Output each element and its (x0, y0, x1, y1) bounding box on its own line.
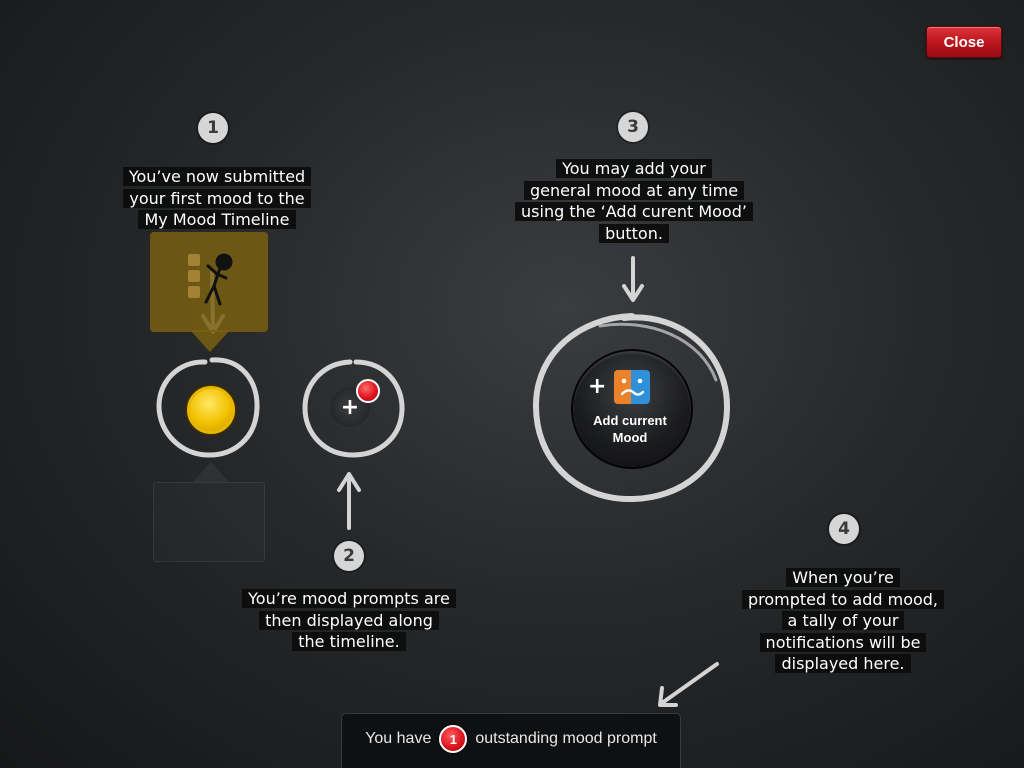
notification-tally[interactable]: You have 1 outstanding mood prompt (341, 725, 681, 753)
chalk-circle-add-mood (532, 313, 731, 503)
notification-bar (341, 713, 681, 768)
submitted-mood-dot[interactable] (187, 386, 235, 434)
step-4-note: When you’re prompted to add mood, a tall… (730, 567, 956, 675)
step-3-badge: 3 (618, 112, 648, 142)
timeline-card-pointer (190, 330, 230, 352)
arrow-step-4 (660, 662, 719, 705)
timeline-mood-card (150, 232, 268, 332)
add-current-mood-label: Add current Mood (593, 413, 667, 445)
add-current-mood-button[interactable] (571, 349, 693, 469)
close-button[interactable]: Close (926, 26, 1002, 58)
step-4-badge: 4 (829, 514, 859, 544)
chalk-circle-prompt (302, 359, 405, 458)
step-3-note: You may add your general mood at any tim… (494, 158, 774, 244)
timeline-empty-card (153, 482, 265, 562)
step-2-badge: 2 (334, 541, 364, 571)
add-plus-icon: + (588, 374, 607, 399)
step-1-note: You’ve now submitted your first mood to … (92, 166, 342, 231)
prompt-count-badge: 1 (439, 725, 468, 753)
prompt-alert-dot (356, 379, 380, 403)
plus-icon: + (340, 394, 360, 420)
timeline-box-pointer (193, 462, 229, 482)
add-mood-face-icon (614, 370, 650, 404)
stick-figure-icon (188, 253, 233, 306)
chalk-circle-mood (156, 357, 260, 458)
status-prefix: You have (365, 730, 432, 747)
step-1-badge: 1 (198, 113, 228, 143)
status-suffix: outstanding mood prompt (475, 730, 657, 747)
step-2-note: You’re mood prompts are then displayed a… (219, 588, 479, 653)
